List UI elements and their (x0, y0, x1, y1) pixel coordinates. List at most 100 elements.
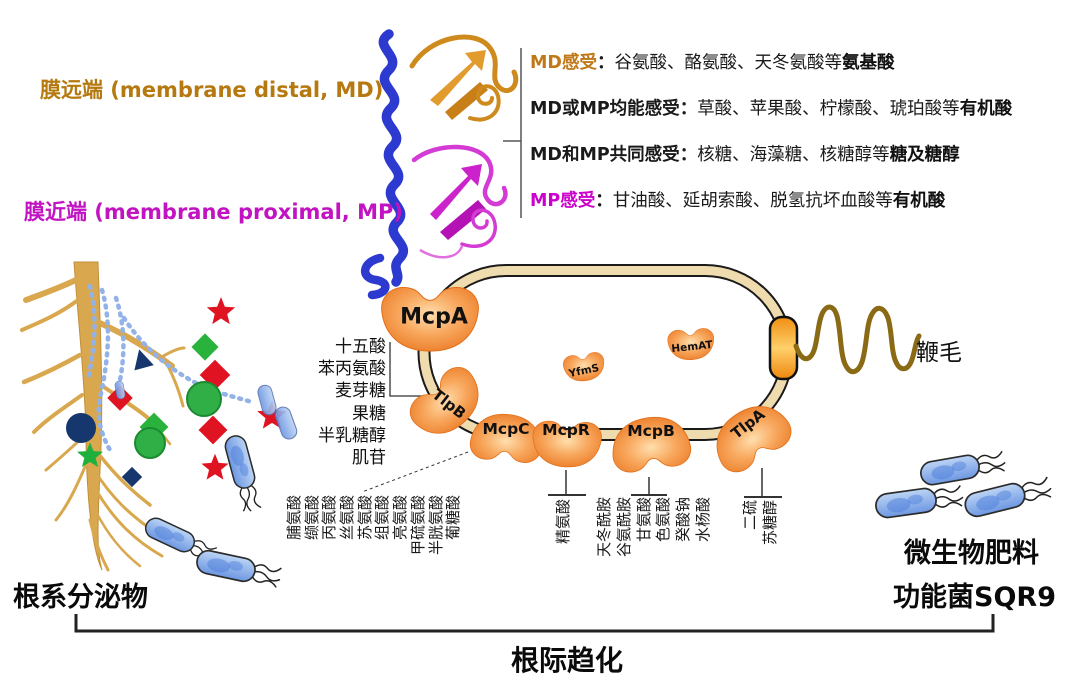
ligand-text: 苯丙氨酸 (318, 359, 386, 380)
root-exudates-label: 根系分泌物 (13, 582, 148, 613)
ligand-item: 缬氨酸 (301, 495, 321, 591)
sensing-body: 谷氨酸、酪氨酸、天冬氨酸等 (614, 53, 842, 73)
bacterium (873, 482, 966, 520)
tlpa-ligand-list: 二硫苏糖醇 (739, 500, 779, 596)
ligand-item: 果糖 (296, 403, 386, 425)
ligand-item: 甘氨酸 (633, 497, 653, 593)
sensing-colon: ： (679, 99, 698, 119)
ligand-text: 二硫 (741, 500, 759, 531)
triangle-icon (134, 349, 154, 371)
ligand-text: 天冬酰胺 (595, 497, 613, 558)
alpha-helix-blue (378, 29, 408, 287)
ligand-item: 半胱氨酸 (425, 495, 445, 591)
membrane-distal-label: 膜远端 (membrane distal, MD) (40, 78, 384, 102)
receptor-label-mcpc: McpC (482, 420, 530, 438)
mcpr-ligand-list: 精氨酸 (552, 499, 572, 595)
ligand-item: 葡糖酸 (442, 495, 463, 591)
ligand-text: 半乳糖醇 (318, 425, 386, 446)
tlpb-ligand-list: 十五酸苯丙氨酸麦芽糖果糖半乳糖醇肌苷 (296, 336, 386, 469)
biofertilizer-label-line1: 微生物肥料 (904, 538, 1039, 569)
sensing-colon: ： (679, 145, 698, 165)
ligand-text: 葡糖酸 (444, 495, 463, 541)
ligand-text: 癸酸钠 (674, 497, 693, 543)
membrane-proximal-label: 膜近端 (membrane proximal, MP) (24, 200, 403, 224)
ligand-item: 苏糖醇 (759, 500, 779, 596)
sensing-category: 糖及糖醇 (889, 145, 960, 165)
sensing-body: 甘油酸、延胡索酸、脱氢抗坏血酸等 (612, 191, 893, 211)
sensing-colon: ： (595, 191, 613, 211)
ligand-text: 苏糖醇 (761, 500, 779, 546)
ligand-item: 精氨酸 (552, 499, 572, 595)
exudate-symbols (66, 297, 287, 488)
md-domain-orange (409, 34, 519, 122)
cell-membrane (417, 264, 794, 441)
ligand-item: 麦芽糖 (296, 380, 386, 402)
ligand-item: 脯氨酸 (283, 495, 303, 591)
chemotaxis-bracket (74, 614, 995, 633)
sensing-body: 核糖、海藻糖、核糖醇等 (697, 145, 890, 165)
ligand-item: 肌苷 (296, 447, 386, 469)
receptor-label-mcpr: McpR (542, 421, 590, 439)
ligand-item: 半乳糖醇 (296, 425, 386, 447)
ligand-text: 十五酸 (335, 337, 386, 357)
circle-icon (134, 427, 166, 459)
sensing-body: 草酸、苹果酸、柠檬酸、琥珀酸等 (697, 99, 960, 119)
flagellum (793, 304, 922, 375)
bacterium (918, 448, 1008, 488)
ligand-item: 亮氨酸 (389, 495, 409, 591)
ligand-item: 甲硫氨酸 (407, 495, 427, 591)
ligand-text: 精氨酸 (554, 499, 572, 545)
sensing-category: 氨基酸 (841, 53, 895, 73)
mcpb-ligand-list: 天冬酰胺谷氨酰胺甘氨酸色氨酸癸酸钠水杨酸 (593, 497, 712, 593)
sensing-line: MD和MP共同感受：核糖、海藻糖、核糖醇等糖及糖醇 (530, 141, 1075, 167)
ligand-text: 甘氨酸 (634, 497, 653, 543)
flagellum-label: 鞭毛 (916, 340, 962, 366)
receptor-label-mcpb: McpB (627, 422, 675, 440)
mp-domain-magenta (411, 144, 508, 259)
sensing-lead: MD感受 (530, 53, 597, 73)
rhizosphere-chemotaxis-label: 根际趋化 (0, 639, 1080, 679)
bacterium (194, 547, 284, 590)
ligand-item: 组氨酸 (371, 495, 391, 591)
sensing-lead: MD或MP均能感受 (530, 99, 680, 119)
connector-lines (361, 48, 782, 498)
ligand-text: 水杨酸 (693, 497, 712, 543)
star-icon (201, 453, 229, 480)
ligand-text: 色氨酸 (654, 497, 673, 543)
protein-structure (361, 29, 519, 300)
ligand-item: 水杨酸 (692, 497, 712, 593)
sensing-lead: MP感受 (530, 191, 596, 211)
ligand-item: 二硫 (739, 500, 759, 596)
sensing-line: MD感受：谷氨酸、酪氨酸、天冬氨酸等氨基酸 (530, 49, 1075, 75)
ligand-text: 果糖 (352, 403, 386, 424)
ligand-item: 谷氨酰胺 (613, 497, 633, 593)
ligand-item: 天冬酰胺 (593, 497, 613, 593)
star-icon (206, 297, 236, 325)
sensing-colon: ： (596, 53, 615, 73)
ligand-text: 麦芽糖 (335, 381, 386, 402)
ligand-item: 苯丙氨酸 (296, 358, 386, 380)
ligand-item: 十五酸 (296, 336, 386, 358)
receptor-label-mcpa: McpA (400, 304, 468, 330)
sensing-category: 有机酸 (892, 191, 946, 211)
sensing-line: MP感受：甘油酸、延胡索酸、脱氢抗坏血酸等有机酸 (530, 187, 1075, 213)
diamond-icon (198, 415, 228, 445)
sensing-category: 有机酸 (959, 99, 1013, 119)
bacterium (961, 473, 1055, 520)
ligand-text: 肌苷 (352, 448, 386, 469)
biofertilizer-bacteria (873, 448, 1055, 520)
ligand-item: 色氨酸 (652, 497, 672, 593)
ligand-item: 苏氨酸 (354, 495, 374, 591)
rhizosphere-chemotaxis-text: 根际趋化 (510, 644, 623, 677)
circle-icon (66, 413, 96, 443)
biofertilizer-label-line2: 功能菌SQR9 (893, 582, 1056, 613)
sensing-lead: MD和MP共同感受 (530, 145, 680, 165)
ligand-text: 谷氨酰胺 (614, 497, 633, 558)
flagellar-motor (768, 315, 799, 381)
ligand-item: 癸酸钠 (672, 497, 692, 593)
diamond-icon (191, 333, 219, 361)
ligand-item: 丙氨酸 (318, 495, 338, 591)
